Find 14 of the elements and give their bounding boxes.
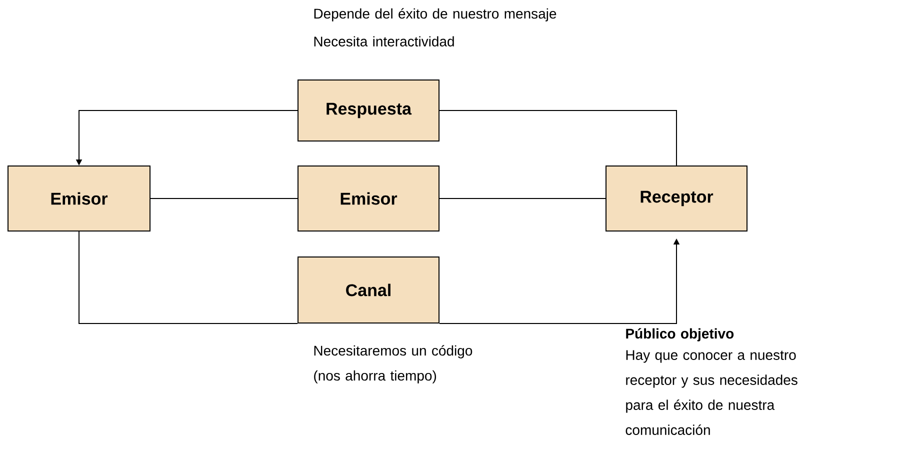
process-box: Canal xyxy=(298,256,440,324)
note-text: Hay que conocer a nuestro receptor y sus necesidades para el éxito de nuestra comunicación xyxy=(626,350,798,435)
connector-line xyxy=(439,110,677,166)
connector-line xyxy=(439,198,606,199)
note-heading: Público objetivo xyxy=(626,328,734,342)
note-text: Necesita interactividad xyxy=(314,36,454,46)
process-box: Emisor xyxy=(298,166,440,232)
connector-line xyxy=(78,231,298,324)
process-box: Receptor xyxy=(606,166,748,232)
process-box: Respuesta xyxy=(298,80,440,142)
process-box: Emisor xyxy=(8,166,150,232)
note-text: Necesitaremos un código (nos ahorra tiempo) xyxy=(314,345,472,384)
note-text: Depende del éxito de nuestro mensaje xyxy=(314,8,556,22)
connector-line xyxy=(150,198,298,199)
